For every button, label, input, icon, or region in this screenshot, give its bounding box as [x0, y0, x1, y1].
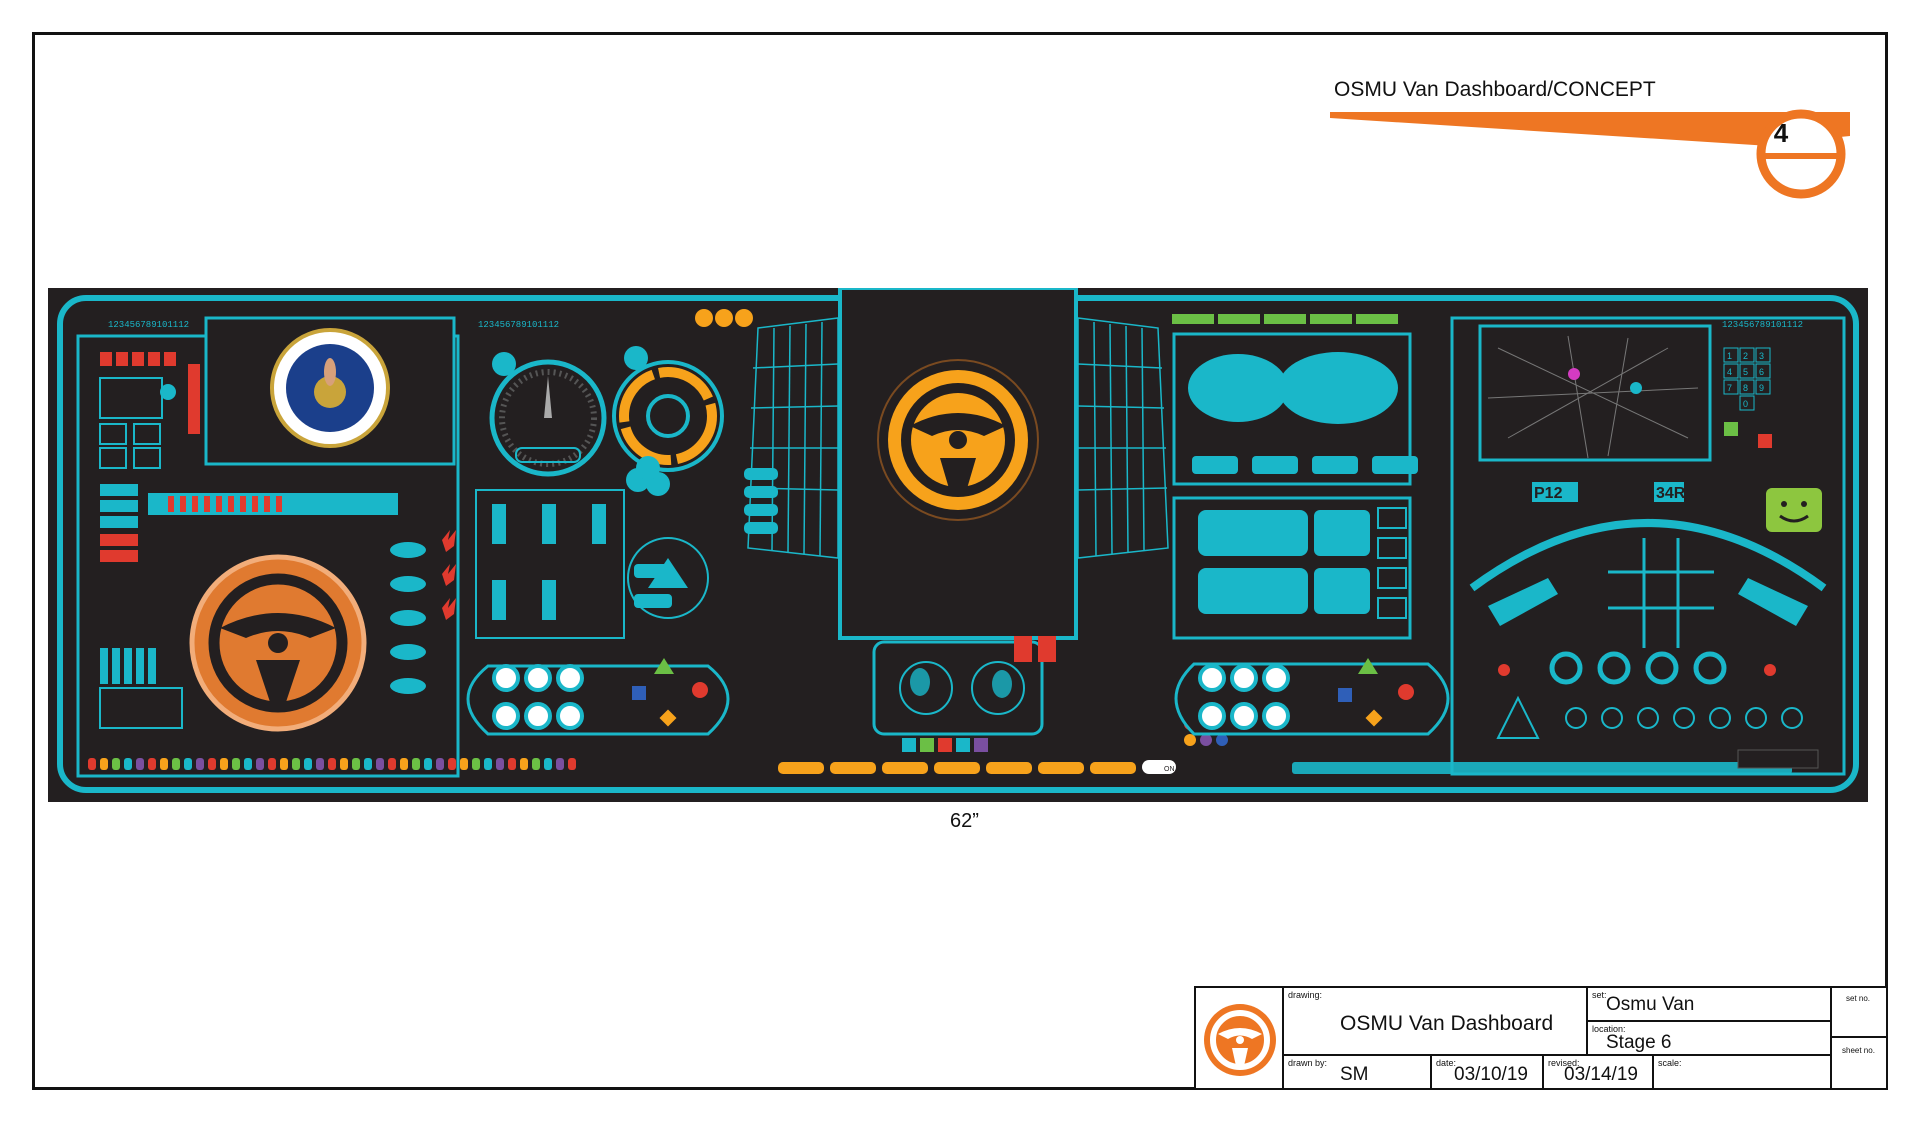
- smiley-icon: [1766, 488, 1822, 532]
- globe-left-icon: [899, 661, 953, 715]
- dashboard-concept-art: 123456789101112: [48, 288, 1868, 802]
- tire-icons: [1549, 651, 1727, 685]
- counter-right: 123456789101112: [1722, 320, 1803, 330]
- map-pin-icon: [1568, 368, 1580, 380]
- left-center-panel: 123456789101112: [466, 320, 778, 736]
- revised-label: revised:: [1548, 1058, 1580, 1068]
- fuel-gauge-icon: [612, 360, 724, 472]
- bead-strip: [88, 758, 576, 770]
- drawing-sheet-border: [32, 32, 1888, 1090]
- hands-icon: [627, 537, 709, 619]
- key-0: 0: [1743, 399, 1748, 409]
- world-map-icon: [1188, 352, 1398, 424]
- speed-animal-icons: [390, 542, 426, 694]
- key-7: 7: [1727, 383, 1732, 393]
- date-cell: date: 03/10/19: [1432, 1056, 1544, 1088]
- tic-tac-toe-grid: [1608, 538, 1714, 648]
- readout-34r: 34R: [1656, 485, 1686, 502]
- toggle-label: ON: [1164, 766, 1175, 773]
- gauge-arc: [1469, 519, 1827, 592]
- set-label: set:: [1592, 990, 1607, 1000]
- sheet-title: OSMU Van Dashboard/CONCEPT: [1334, 78, 1656, 101]
- left-bar-strip: [148, 493, 398, 515]
- globe-right-icon: [971, 661, 1025, 715]
- set-no-cell: set no.: [1832, 988, 1888, 1038]
- sports-ball-icons: [1565, 707, 1803, 729]
- sheet-banner: [1330, 109, 1850, 199]
- title-block-logo-cell: [1196, 988, 1284, 1088]
- location-cell: location: Stage 6: [1588, 1022, 1832, 1056]
- key-6: 6: [1759, 367, 1764, 377]
- sheet-no-cell: sheet no.: [1832, 1038, 1888, 1088]
- perspective-grid-left: [747, 317, 839, 559]
- drawing-value: OSMU Van Dashboard: [1340, 1012, 1554, 1035]
- drawing-label: drawing:: [1288, 990, 1323, 1000]
- counter-mid: 123456789101112: [478, 320, 559, 330]
- key-8: 8: [1743, 383, 1748, 393]
- drawn-by-cell: drawn by: SM: [1284, 1056, 1432, 1088]
- bottle-icons: [492, 504, 606, 620]
- drawn-by-value: SM: [1340, 1064, 1369, 1085]
- right-center-panel: [1172, 314, 1792, 774]
- key-9: 9: [1759, 383, 1764, 393]
- date-label: date:: [1436, 1058, 1457, 1068]
- van-icons: [1198, 510, 1370, 614]
- map-pin-2-icon: [1630, 382, 1642, 394]
- perspective-grid-right: [1077, 317, 1169, 559]
- set-cell: set: Osmu Van: [1588, 988, 1832, 1022]
- scale-cell: scale:: [1654, 1056, 1832, 1088]
- system-tray-icons: [1737, 749, 1819, 769]
- thumbs-up-icon: [1724, 422, 1738, 436]
- logo-icon: [1204, 1004, 1276, 1076]
- title-block: drawing: OSMU Van Dashboard set: Osmu Va…: [1194, 986, 1888, 1090]
- key-1: 1: [1727, 351, 1732, 361]
- drawing-cell: drawing: OSMU Van Dashboard: [1284, 988, 1588, 1056]
- keypad: 1 2 3 4 5 6 7 8 9 0: [1723, 347, 1771, 411]
- readout-p12: P12: [1534, 485, 1563, 502]
- gamepad-left-icon: [466, 658, 730, 736]
- sheet-no-label: sheet no.: [1842, 1046, 1875, 1055]
- dimension-width-label: 62”: [950, 810, 979, 832]
- key-4: 4: [1727, 367, 1732, 377]
- key-5: 5: [1743, 367, 1748, 377]
- location-value: Stage 6: [1606, 1032, 1672, 1053]
- thumbs-down-icon: [1758, 434, 1772, 448]
- set-no-label: set no.: [1846, 994, 1871, 1003]
- left-panel: 123456789101112: [76, 316, 576, 778]
- gamepad-right-icon: [1174, 658, 1450, 736]
- revised-value: 03/14/19: [1564, 1064, 1638, 1085]
- key-3: 3: [1759, 351, 1764, 361]
- location-label: location:: [1592, 1024, 1626, 1034]
- scale-label: scale:: [1658, 1058, 1682, 1068]
- key-2: 2: [1743, 351, 1748, 361]
- orange-indicator-strip: [778, 762, 1136, 774]
- date-value: 03/10/19: [1454, 1064, 1528, 1085]
- counter-left: 123456789101112: [108, 320, 189, 330]
- power-toggle: [1142, 760, 1176, 774]
- right-panel: 123456789101112 1 2 3 4 5 6 7 8 9 0: [1450, 316, 1846, 776]
- sheet-number: 4: [1773, 118, 1789, 148]
- revised-cell: revised: 03/14/19: [1544, 1056, 1654, 1088]
- drawn-by-label: drawn by:: [1288, 1058, 1328, 1068]
- center-panel: ON: [695, 288, 1228, 774]
- set-value: Osmu Van: [1606, 994, 1695, 1015]
